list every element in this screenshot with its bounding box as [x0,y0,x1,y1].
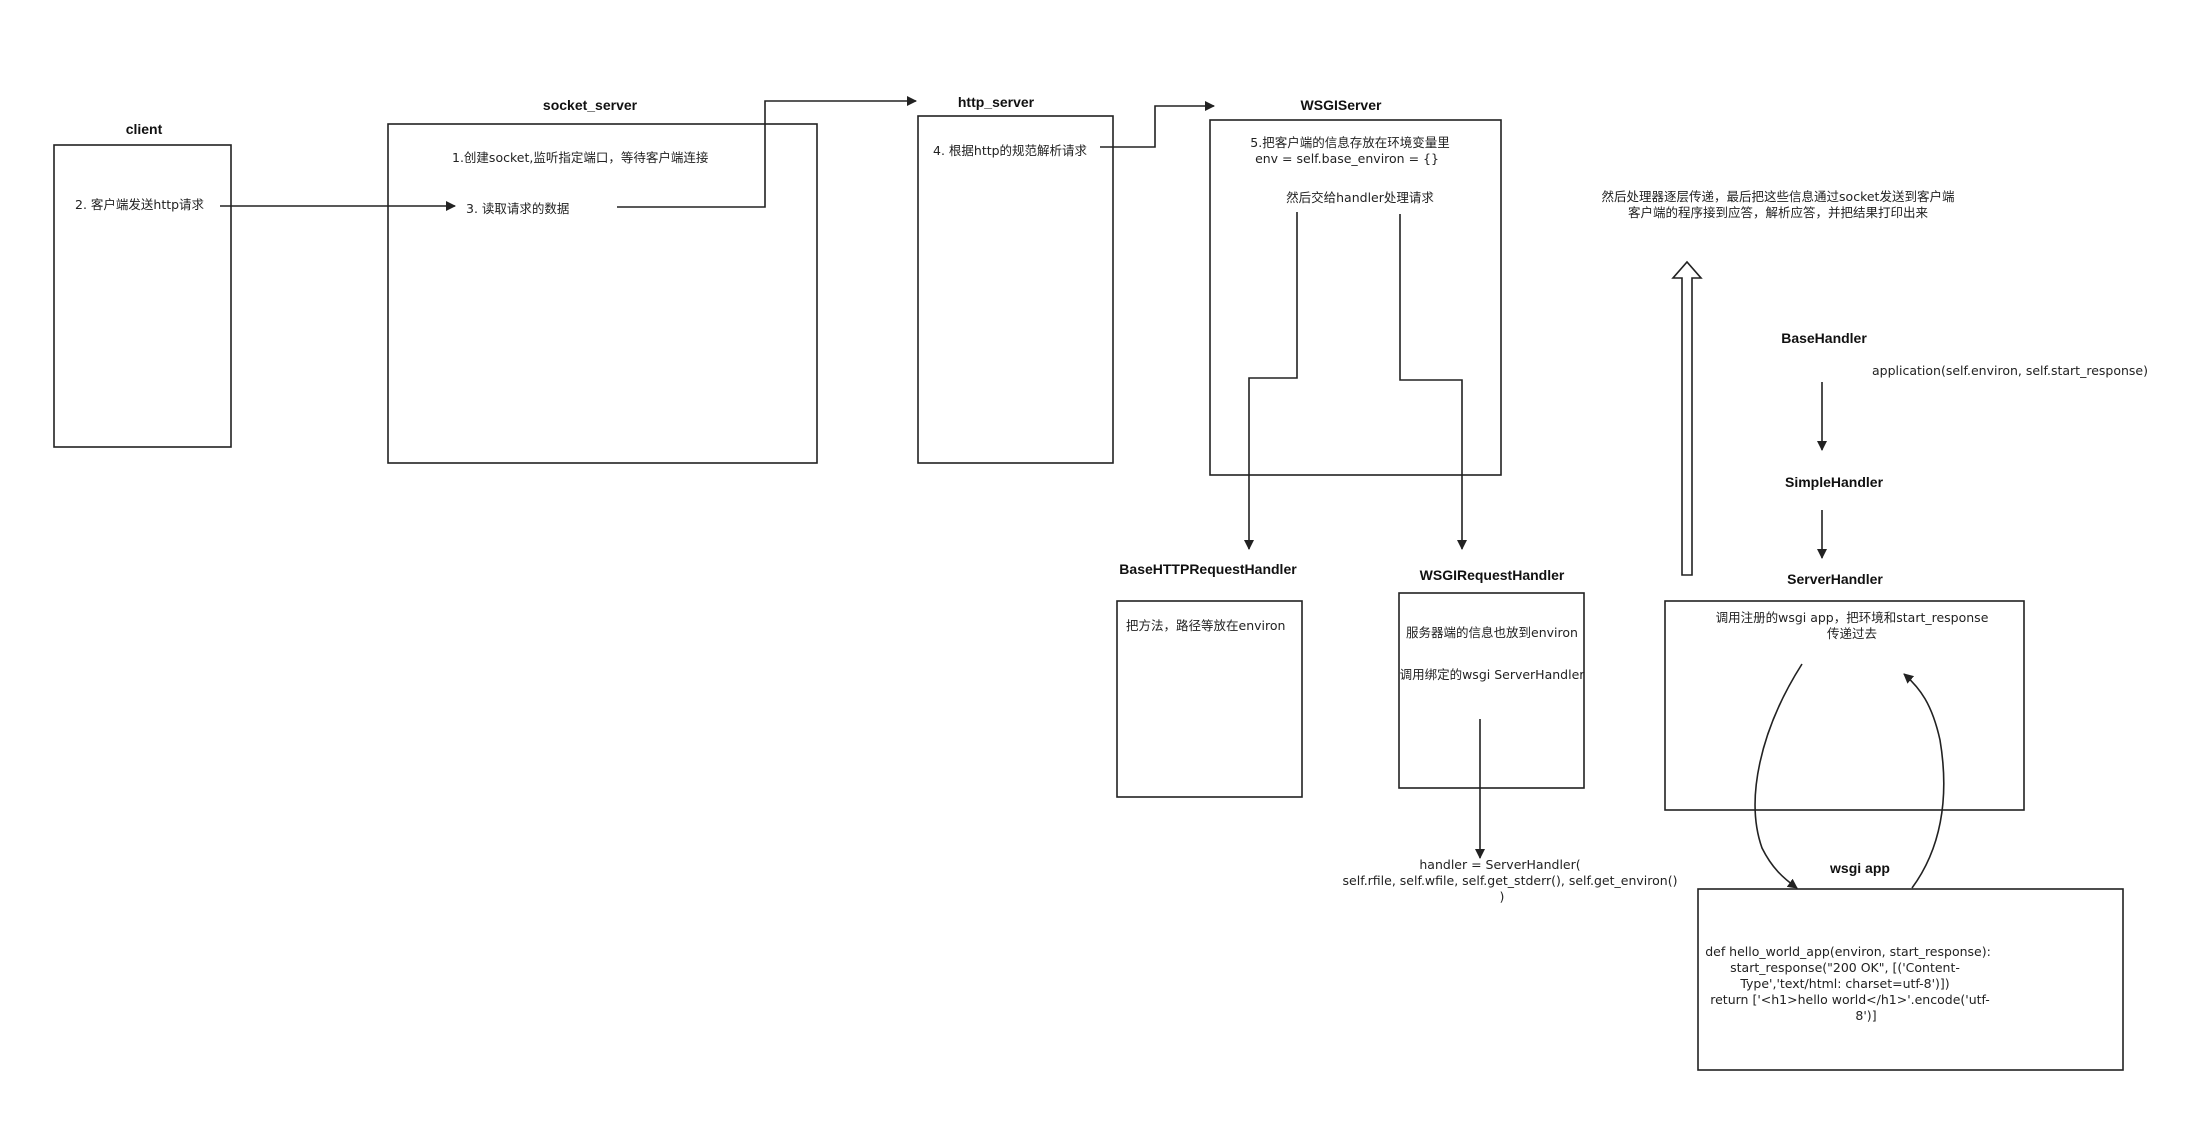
server-handler-note-1: 调用注册的wsgi app，把环境和start_response [1716,610,1989,625]
server-handler-title: ServerHandler [1787,571,1883,587]
socket-server-title: socket_server [543,97,638,113]
wsgi-env-note-2: env = self.base_environ = {} [1255,151,1439,166]
wsgi-req-note-1: 服务器端的信息也放到environ [1406,625,1578,640]
arrow-server-handler-to-wsgi-app [1754,663,1803,889]
client-box [53,144,232,448]
wsgi-app-box [1697,888,2124,1071]
server-handler-note-2: 传递过去 [1827,626,1877,641]
arrow-wsgi-to-base-http-handler [1244,212,1298,550]
arrow-socket-to-http [617,96,917,208]
simple-handler-title: SimpleHandler [1785,474,1884,490]
wsgi-server-box [1209,119,1502,476]
app-code-line-2: start_response("200 OK", [('Content- [1730,960,1960,975]
app-code-line-3: Type','text/html: charset=utf-8')]) [1739,976,1949,991]
client-title: client [126,121,163,137]
base-http-request-handler-title: BaseHTTPRequestHandler [1119,561,1297,577]
client-send-note: 2. 客户端发送http请求 [75,197,205,212]
http-server-box [917,115,1114,464]
wsgi-app-title: wsgi app [1829,860,1890,876]
base-handler-title: BaseHandler [1781,330,1867,346]
base-http-request-handler-box [1116,600,1303,798]
wsgi-env-note-1: 5.把客户端的信息存放在环境变量里 [1250,135,1449,150]
socket-read-note: 3. 读取请求的数据 [466,201,569,216]
wsgi-request-handler-title: WSGIRequestHandler [1420,567,1565,583]
socket-server-box [387,123,818,464]
handler-code-line-2: self.rfile, self.wfile, self.get_stderr(… [1343,873,1678,888]
wsgi-server-title: WSGIServer [1301,97,1382,113]
server-handler-box [1664,600,2025,811]
hollow-arrow-response-up [1671,260,1703,576]
arrow-wsgi-app-to-server-handler [1903,673,1945,889]
http-parse-note: 4. 根据http的规范解析请求 [933,143,1088,158]
handler-code-line-1: handler = ServerHandler( [1419,857,1580,872]
app-code-line-1: def hello_world_app(environ, start_respo… [1705,944,1991,959]
wsgi-request-handler-box [1398,592,1585,789]
app-code-line-5: 8')] [1855,1008,1876,1023]
arrow-http-to-wsgi [1100,101,1215,148]
socket-create-note: 1.创建socket,监听指定端口，等待客户端连接 [452,150,709,165]
response-note-2: 客户端的程序接到应答，解析应答，并把结果打印出来 [1628,205,1929,220]
wsgi-dispatch-note: 然后交给handler处理请求 [1286,190,1434,205]
app-code-line-4: return ['<h1>hello world</h1>'.encode('u… [1710,992,1990,1007]
http-server-title: http_server [958,94,1035,110]
application-call-note: application(self.environ, self.start_res… [1872,363,2148,378]
handler-code-line-3: ) [1500,889,1505,904]
arrow-wsgi-to-wsgi-request-handler [1399,214,1467,550]
response-note-1: 然后处理器逐层传递，最后把这些信息通过socket发送到客户端 [1602,189,1955,204]
base-http-note: 把方法，路径等放在environ [1126,618,1285,633]
wsgi-req-note-2: 调用绑定的wsgi ServerHandler [1400,667,1586,682]
